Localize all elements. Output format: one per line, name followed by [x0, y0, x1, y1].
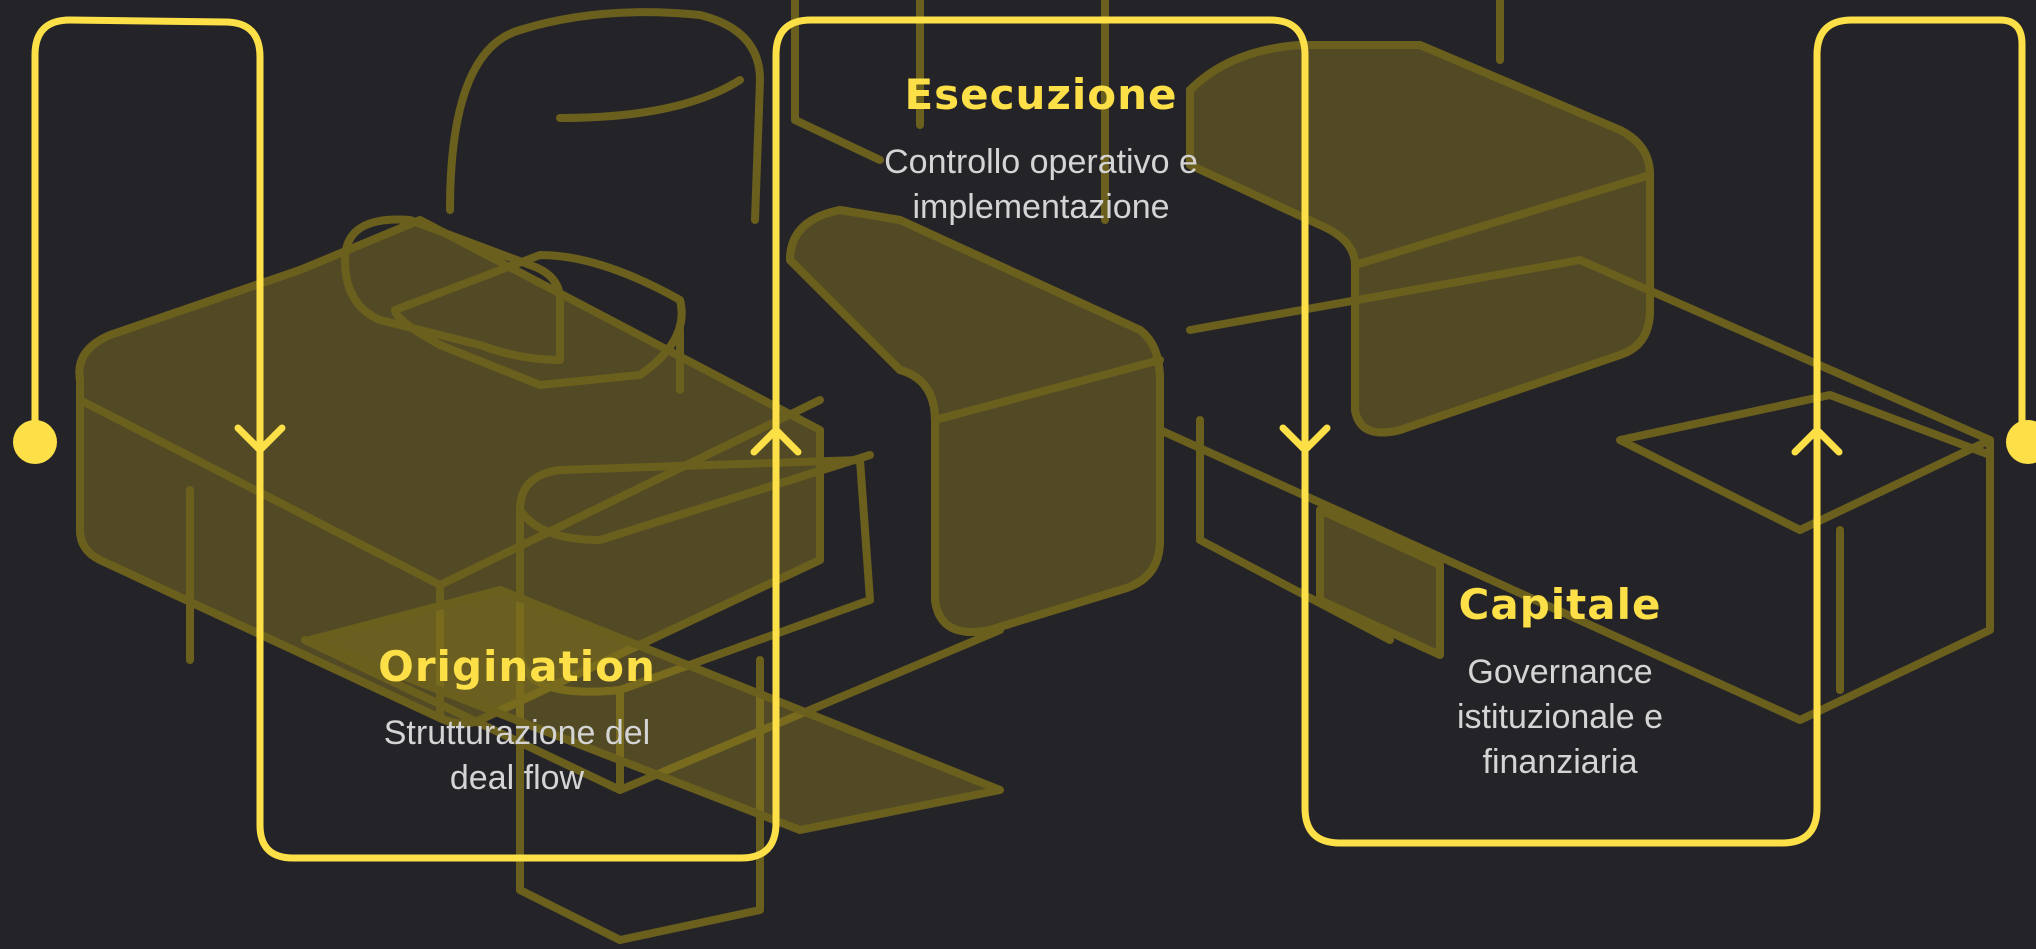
step-description-origination: Strutturazione del deal flow [383, 714, 651, 797]
step-title-capitale: Capitale [1458, 580, 1662, 629]
step-title-esecuzione: Esecuzione [904, 70, 1178, 119]
step-description-capitale: Governance istituzionale e finanziaria [1456, 653, 1663, 781]
step-description-esecuzione: Controllo operativo e implementazione [884, 143, 1198, 226]
step-title-origination: Origination [378, 642, 656, 691]
